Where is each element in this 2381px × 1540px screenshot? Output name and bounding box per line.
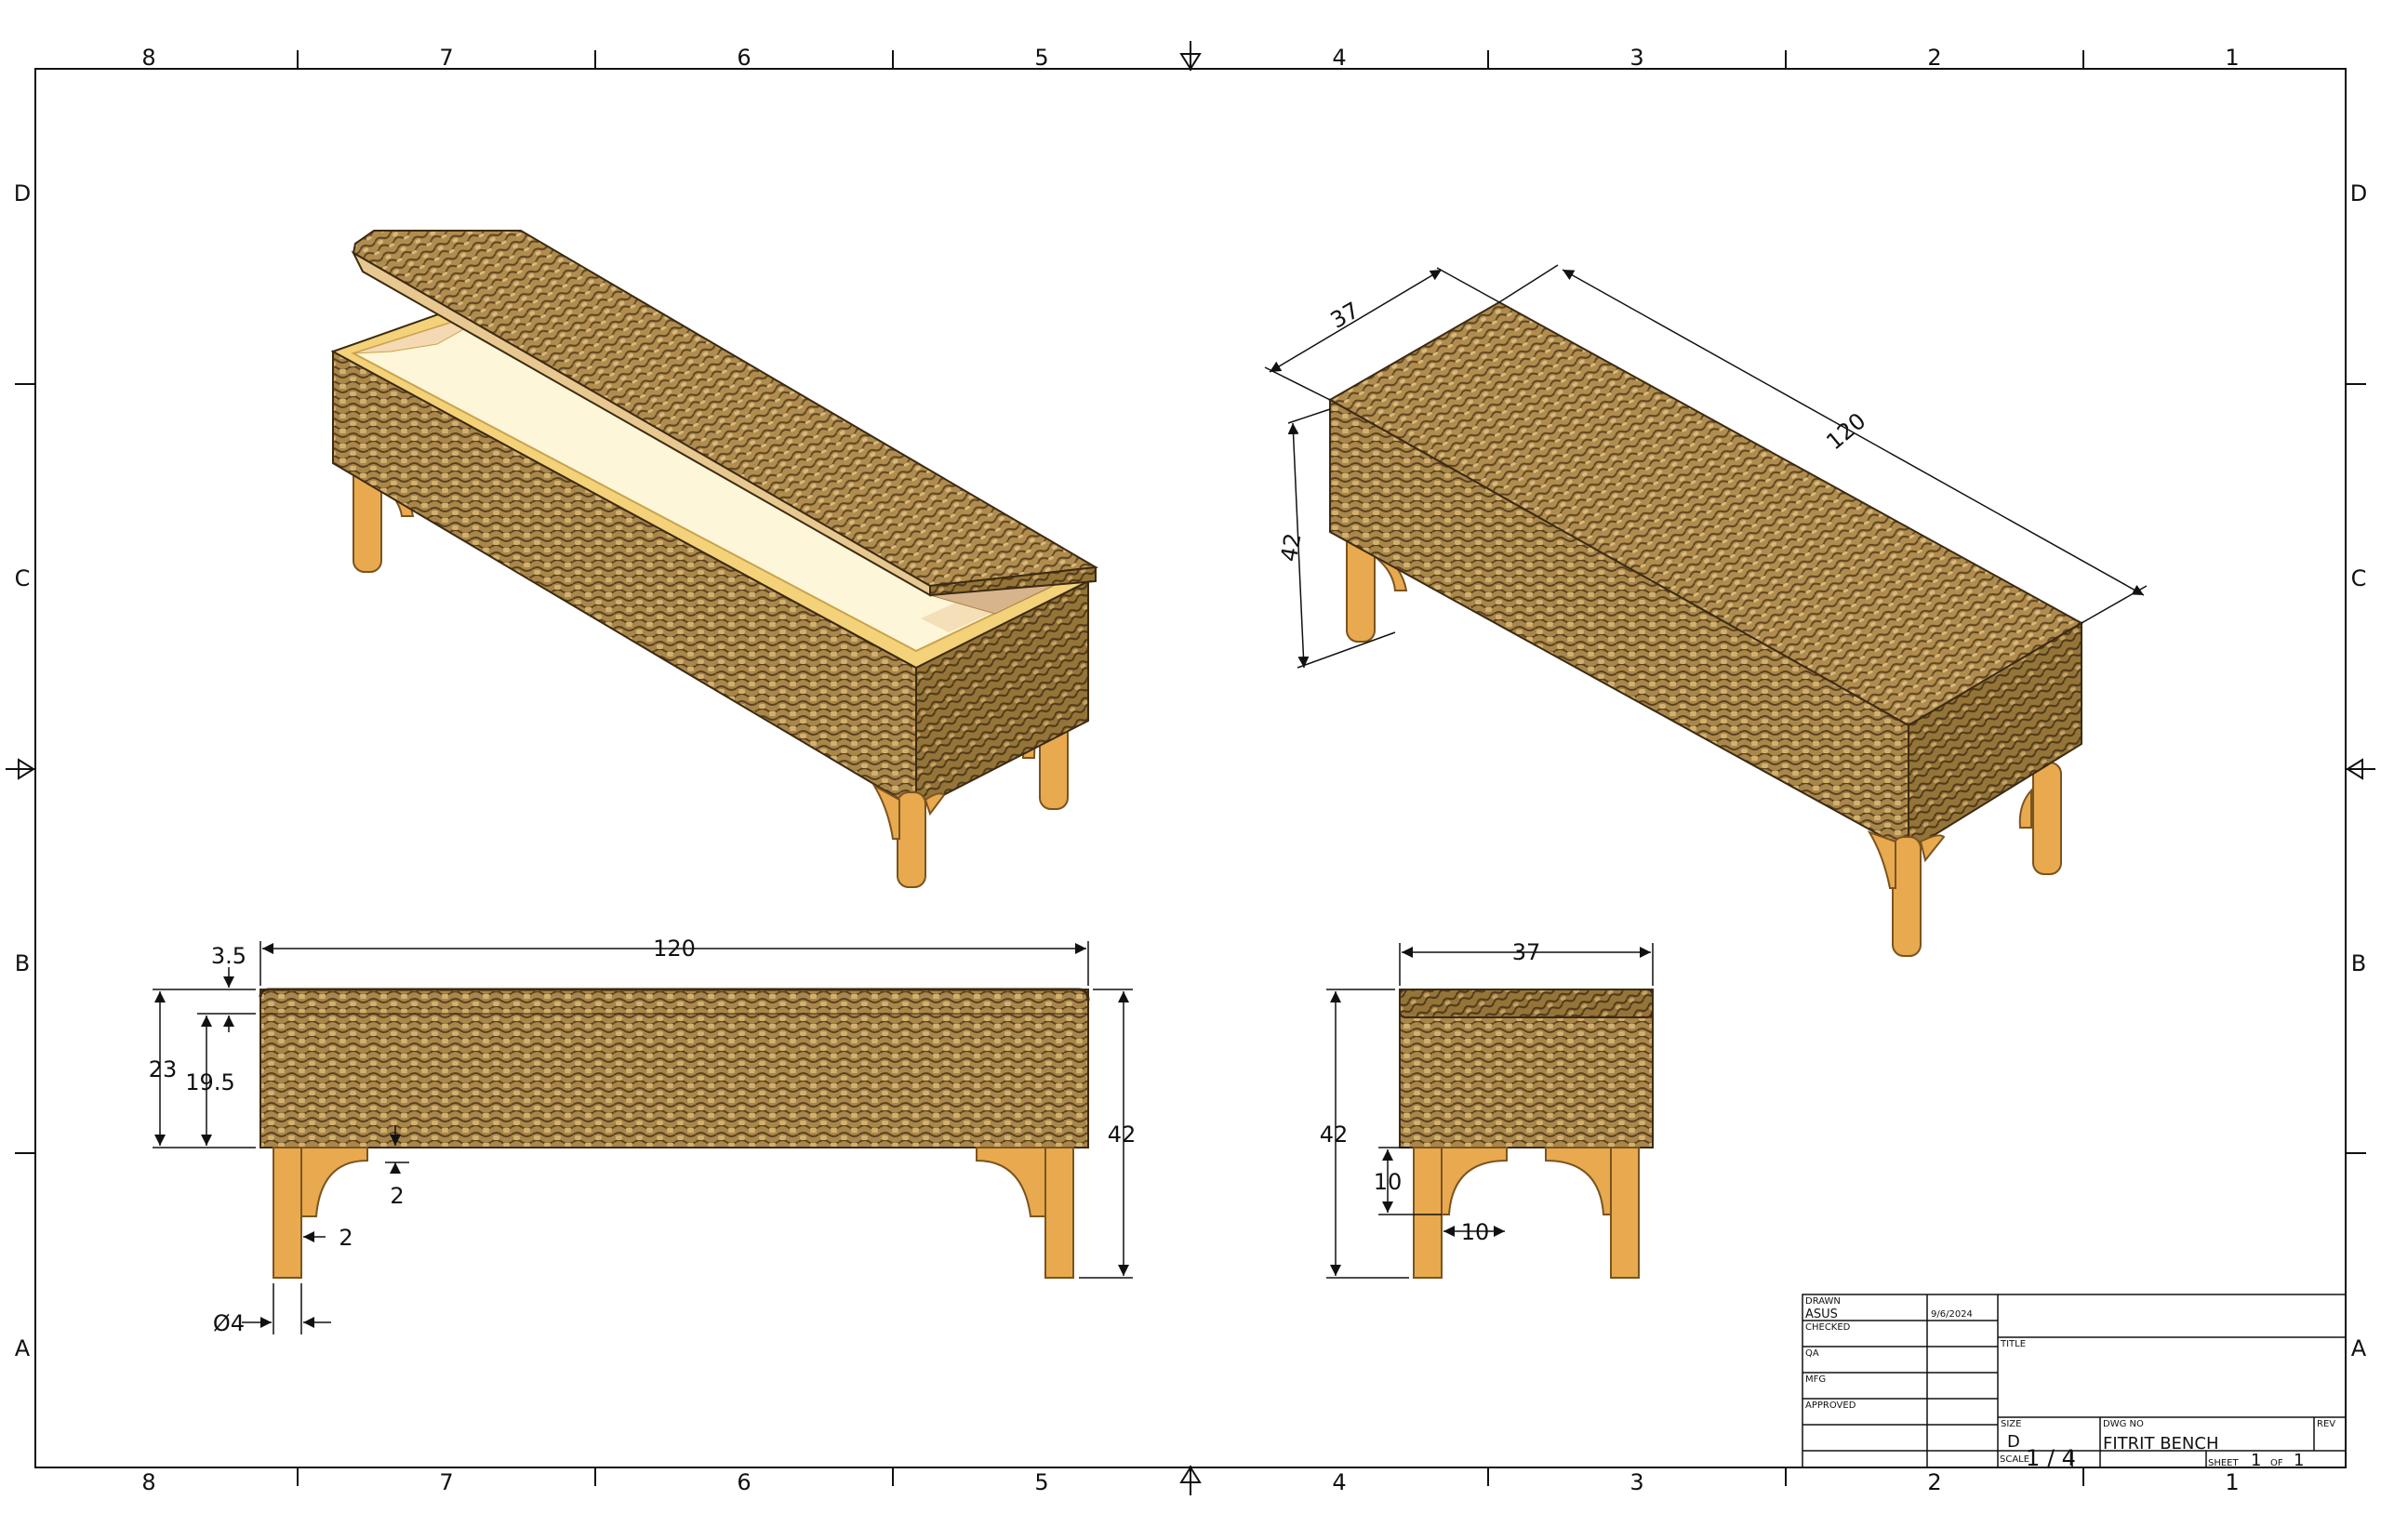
zone-col-6: 6	[737, 45, 751, 71]
zone-row-c: C	[15, 565, 31, 591]
zone-col-1-bottom: 1	[2225, 1469, 2239, 1495]
tb-rev-label: REV	[2317, 1419, 2335, 1429]
zone-col-7: 7	[439, 45, 453, 71]
zone-col-3: 3	[1629, 45, 1643, 71]
zone-col-6-bottom: 6	[737, 1469, 751, 1495]
center-marks	[6, 41, 2375, 1495]
zone-labels-left: D C B A	[14, 180, 31, 1361]
tb-sheet-value: 1	[2251, 1451, 2261, 1470]
tb-sheet-label: SHEET	[2208, 1458, 2240, 1468]
front-dim-lines	[153, 941, 1133, 1334]
tb-drawn-label: DRAWN	[1805, 1296, 1841, 1307]
zone-col-7-bottom: 7	[439, 1469, 453, 1495]
zone-col-3-bottom: 3	[1629, 1469, 1643, 1495]
side-lid	[1399, 989, 1654, 1018]
tb-qa-label: QA	[1805, 1348, 1819, 1359]
zone-labels-bottom: 8 7 6 5 4 3 2 1	[141, 1469, 2239, 1495]
side-dim-arch-h: 10	[1374, 1169, 1403, 1195]
iso-view-closed: 37 120 42	[1264, 264, 2148, 957]
tb-dwg-no-label: DWG NO	[2103, 1419, 2144, 1429]
front-dim-lid: 3.5	[211, 943, 246, 969]
title-block: DRAWN ASUS 9/6/2024 CHECKED QA MFG APPRO…	[1802, 1294, 2347, 1471]
tb-size-label: SIZE	[2001, 1419, 2021, 1429]
zone-col-4-bottom: 4	[1332, 1469, 1346, 1495]
zone-row-b-right: B	[2351, 950, 2366, 976]
sheet-border	[6, 41, 2375, 1495]
zone-row-a-right: A	[2351, 1335, 2367, 1361]
front-dim-total: 42	[1108, 1122, 1137, 1148]
zone-row-d: D	[14, 180, 31, 206]
side-dim-total: 42	[1320, 1122, 1349, 1148]
tb-mfg-label: MFG	[1805, 1374, 1826, 1385]
tb-approved-label: APPROVED	[1805, 1401, 1856, 1411]
side-legs	[1413, 1147, 1640, 1279]
zone-col-8: 8	[141, 45, 155, 71]
tb-checked-label: CHECKED	[1805, 1322, 1851, 1333]
front-dim-gap: 2	[390, 1183, 404, 1209]
side-view: 37 42 10 10	[1320, 939, 1654, 1279]
zone-row-b: B	[15, 950, 30, 976]
zone-row-d-right: D	[2350, 180, 2367, 206]
zone-row-a: A	[15, 1335, 31, 1361]
side-dim-width: 37	[1512, 939, 1541, 965]
zone-col-4: 4	[1332, 45, 1346, 71]
iso-view-open-lid	[330, 230, 1099, 888]
iso-dim-height: 42	[1276, 531, 1307, 564]
iso-dim-lines	[1264, 264, 2148, 669]
iso-closed-end	[1908, 621, 2082, 853]
side-dim-arch-w: 10	[1461, 1219, 1490, 1245]
zone-col-5: 5	[1034, 45, 1048, 71]
iso-dim-depth: 37	[1326, 297, 1363, 334]
tb-drawn-date: 9/6/2024	[1931, 1309, 1973, 1320]
front-dim-inner: 19.5	[185, 1069, 234, 1095]
zone-col-5-bottom: 5	[1034, 1469, 1048, 1495]
front-legs	[273, 1147, 1074, 1279]
tb-of-label: OF	[2270, 1458, 2283, 1468]
zone-col-2: 2	[1927, 45, 1941, 71]
tb-scale-label: SCALE	[2000, 1454, 2029, 1465]
tb-size-value: D	[2007, 1432, 2020, 1452]
zone-labels-top: 8 7 6 5 4 3 2 1	[141, 45, 2239, 71]
front-view: 120 3.5 23 19.5 42 2 2 Ø4	[149, 936, 1137, 1336]
front-body	[259, 989, 1089, 1148]
front-dim-leg-dia: Ø4	[213, 1310, 245, 1336]
zone-col-8-bottom: 8	[141, 1469, 155, 1495]
iso-dim-length: 120	[1821, 407, 1870, 455]
iso-closed-back-legs	[1346, 529, 2062, 875]
front-dim-box: 23	[149, 1056, 178, 1082]
front-dim-length: 120	[653, 936, 696, 962]
tb-title-label: TITLE	[2000, 1339, 2026, 1349]
zone-row-c-right: C	[2351, 565, 2367, 591]
tb-scale-value: 1 / 4	[2026, 1445, 2076, 1471]
side-dim-lines	[1326, 943, 1654, 1279]
tb-dwg-no-value: FITRIT BENCH	[2103, 1434, 2218, 1454]
iso-open-front-legs	[871, 783, 946, 888]
tb-of-value: 1	[2294, 1451, 2304, 1470]
zone-labels-right: D C B A	[2350, 180, 2367, 1361]
iso-closed-front-legs	[1867, 830, 1946, 957]
tb-drawn-by: ASUS	[1805, 1308, 1838, 1321]
zone-col-1: 1	[2225, 45, 2239, 71]
front-dim-leg-offset: 2	[339, 1225, 352, 1251]
zone-col-2-bottom: 2	[1927, 1469, 1941, 1495]
